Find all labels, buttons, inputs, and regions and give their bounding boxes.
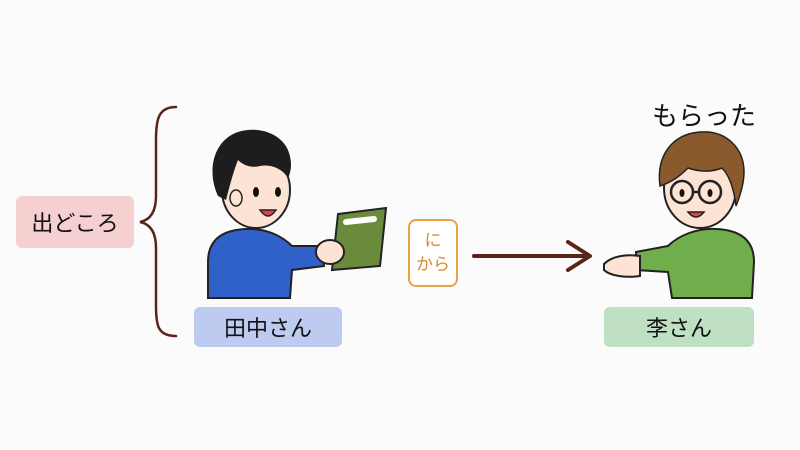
source-label: 出どころ bbox=[16, 196, 134, 248]
giver-name-badge: 田中さん bbox=[194, 307, 342, 347]
receiver-hands bbox=[603, 254, 641, 278]
receiver-body bbox=[635, 227, 756, 299]
particle-line-1: に bbox=[424, 231, 442, 251]
giver-hand bbox=[315, 239, 345, 265]
book-icon bbox=[330, 206, 388, 272]
receiver-name-badge: 李さん bbox=[604, 307, 754, 347]
particle-line-2: から bbox=[416, 255, 450, 275]
particle-box: に から bbox=[408, 219, 458, 287]
giver-body bbox=[207, 227, 326, 299]
giver-head bbox=[212, 129, 291, 229]
receiver-head bbox=[658, 131, 745, 229]
verb-label: もらった bbox=[652, 102, 757, 132]
